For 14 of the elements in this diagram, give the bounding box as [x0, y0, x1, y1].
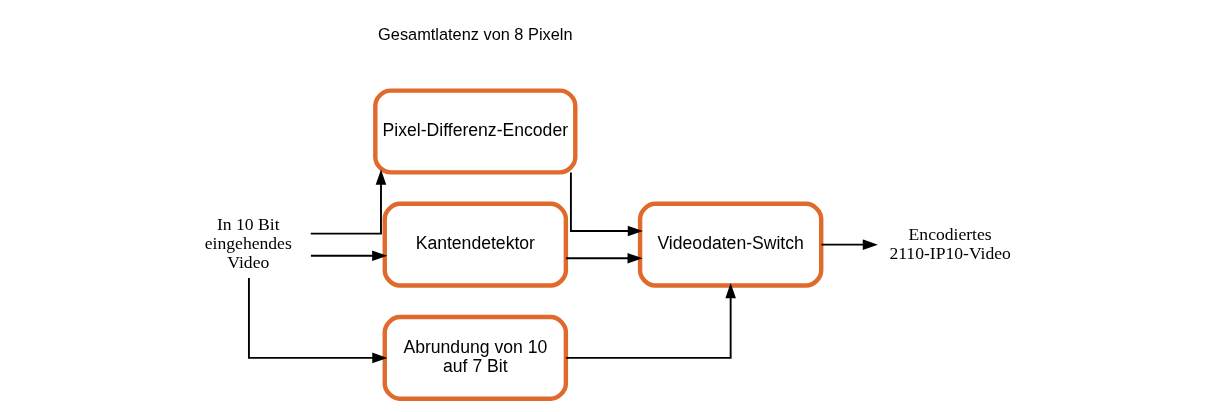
arrow — [247, 277, 388, 364]
node-box: Videodaten-Switch — [637, 201, 824, 288]
node-box: Pixel-Differenz-Encoder — [373, 88, 578, 175]
arrow — [565, 283, 736, 359]
node-box: Abrundung von 10 auf 7 Bit — [382, 314, 569, 401]
node-text: In 10 Bit eingehendes Video — [204, 214, 292, 273]
arrow — [309, 169, 387, 235]
arrow — [569, 171, 643, 237]
arrow — [820, 239, 878, 250]
label: Gesamtlatenz von 8 Pixeln — [378, 25, 573, 44]
arrow — [565, 253, 643, 264]
node-text: Encodiertes 2110-IP10-Video — [889, 223, 1011, 263]
arrow — [310, 250, 388, 262]
node-box: Kantendetektor — [382, 201, 569, 288]
